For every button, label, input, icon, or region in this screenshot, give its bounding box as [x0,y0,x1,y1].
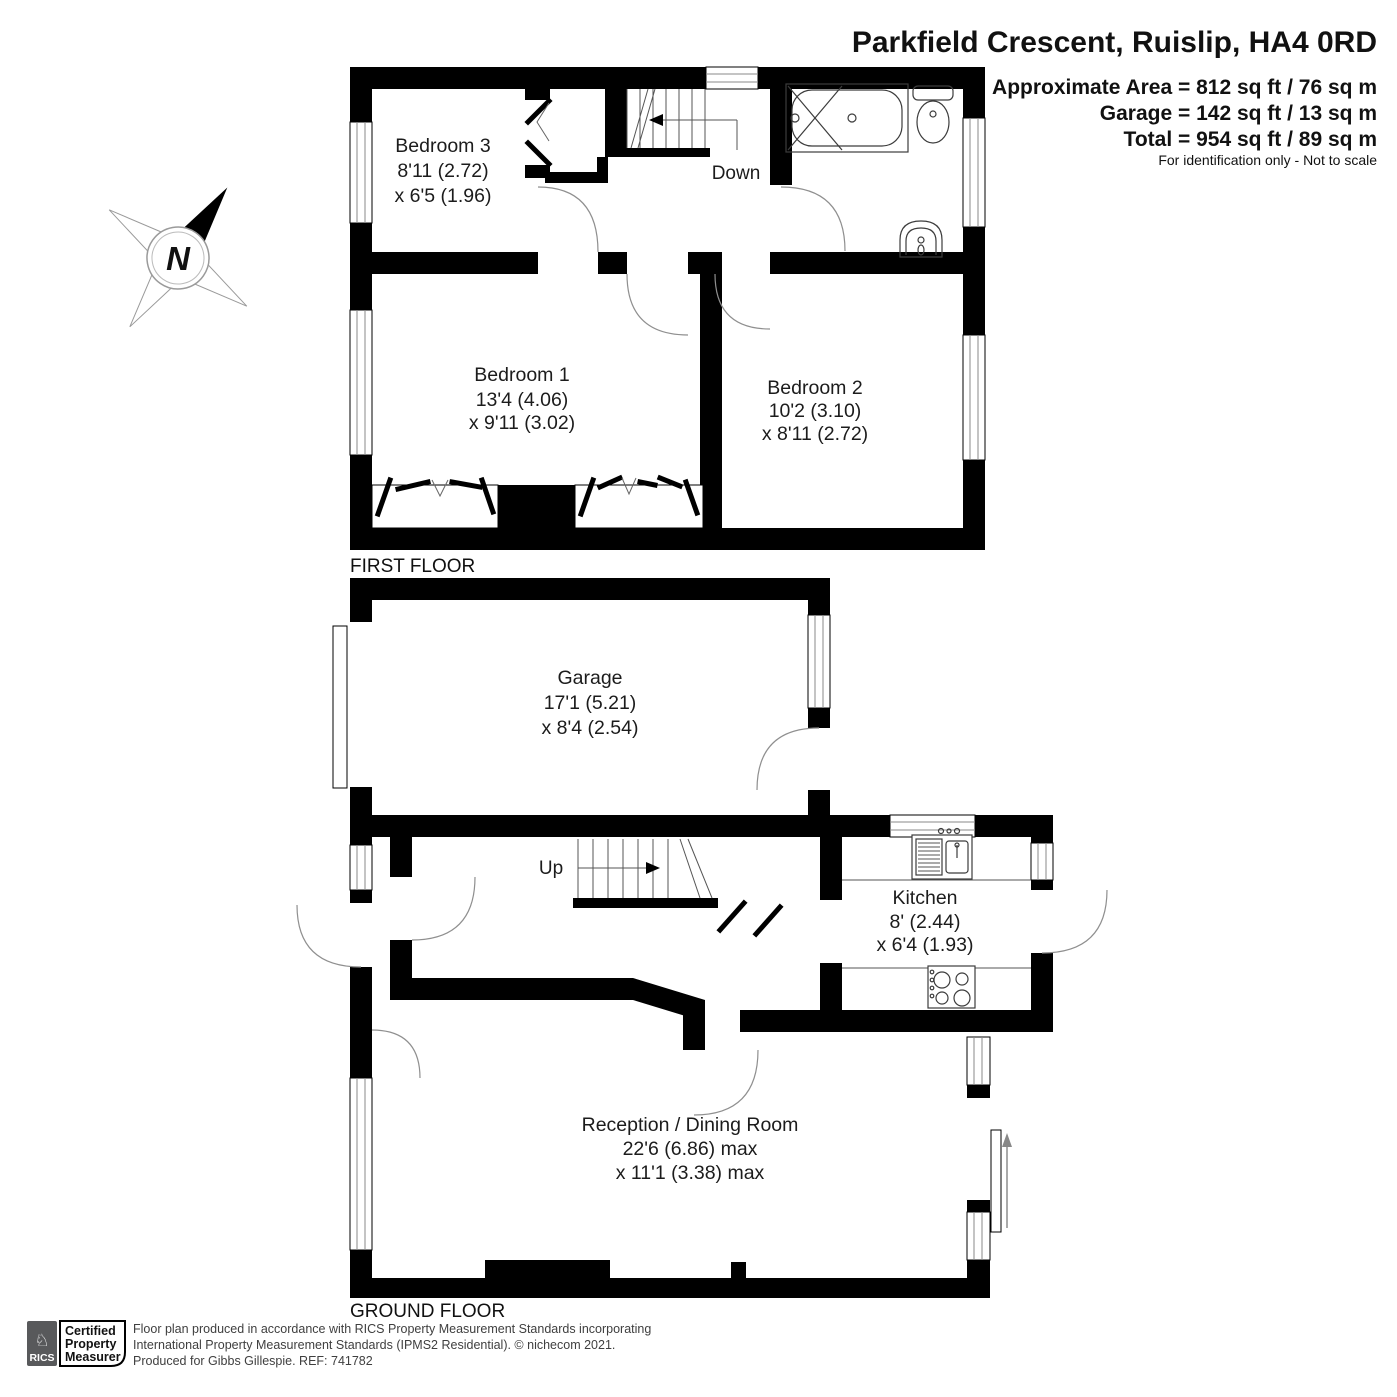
badge-line-3: Measurer [65,1350,121,1364]
bathtub-icon [785,83,909,153]
kitchen-double-doors [716,899,784,938]
kitchen-top-window [889,814,976,838]
area-approximate: Approximate Area = 812 sq ft / 76 sq m [992,76,1377,99]
kitchen-side-window [1030,842,1054,881]
disclaimer-line-3: Produced for Gibbs Gillespie. REF: 74178… [133,1354,373,1368]
svg-text:Bedroom 3: Bedroom 3 [395,135,490,157]
certified-measurer-badge: Certified Property Measurer [59,1320,126,1367]
bedroom3-door-arc [537,186,599,253]
garage-label: Garage 17'1 (5.21) x 8'4 (2.54) [542,667,639,739]
disclaimer-line-1: Floor plan produced in accordance with R… [133,1322,651,1336]
svg-text:22'6 (6.86) max: 22'6 (6.86) max [623,1138,758,1160]
toilet-icon [912,85,954,144]
first-floor-labels: Bedroom 3 8'11 (2.72) x 6'5 (1.96) Bedro… [395,135,869,445]
svg-text:10'2 (3.10): 10'2 (3.10) [769,400,862,422]
svg-text:x 8'4 (2.54): x 8'4 (2.54) [542,717,639,739]
front-door-arc [296,904,362,968]
svg-text:13'4 (4.06): 13'4 (4.06) [476,389,569,411]
reception-right-window-upper [966,1036,991,1086]
svg-text:x 6'5 (1.96): x 6'5 (1.96) [395,185,492,207]
hall-window [349,844,373,891]
bathroom-sink-icon [899,220,943,258]
ground-floor-walls [350,578,1053,1298]
wardrobe-bifold-doors [524,97,553,168]
garage-door-arc [756,727,820,791]
bedroom1-label: Bedroom 1 13'4 (4.06) x 9'11 (3.02) [469,364,575,434]
ground-floor-label: GROUND FLOOR [350,1301,505,1322]
reception-label: Reception / Dining Room 22'6 (6.86) max … [582,1114,799,1184]
svg-text:8' (2.44): 8' (2.44) [890,911,961,933]
kitchen-fixtures [842,827,1031,1009]
svg-text:Garage: Garage [557,667,622,689]
stairs-down: Down [626,88,761,184]
compass-north-label: N [166,240,191,277]
rics-logo: ♘ RICS [27,1321,57,1366]
bedroom3-label: Bedroom 3 8'11 (2.72) x 6'5 (1.96) [395,135,492,207]
disclaimer-line-2: International Property Measurement Stand… [133,1338,615,1352]
first-floor-plan: Down [349,66,986,577]
rics-wordmark: RICS [29,1352,54,1364]
scale-note: For identification only - Not to scale [1158,152,1377,168]
svg-text:x 9'11 (3.02): x 9'11 (3.02) [469,412,575,434]
stairs-up: Up [539,838,713,899]
garage-door[interactable] [332,625,348,789]
ground-floor-plan: Up [296,578,1108,1322]
svg-text:Kitchen: Kitchen [892,887,957,909]
page-title: Parkfield Crescent, Ruislip, HA4 0RD [852,26,1377,59]
bathroom-window [962,117,986,228]
disclaimer: Floor plan produced in accordance with R… [133,1322,651,1368]
svg-text:x 8'11 (2.72): x 8'11 (2.72) [762,423,868,445]
area-total: Total = 954 sq ft / 89 sq m [1124,128,1377,151]
stairs-down-label: Down [712,163,761,184]
kitchen-hob-icon [927,965,976,1009]
hall-door-arc [411,876,476,941]
reception-door-arc [693,1049,759,1116]
stairs-up-label: Up [539,858,563,879]
bedroom3-window [349,121,373,224]
first-floor-label: FIRST FLOOR [350,556,475,577]
badge-line-1: Certified [65,1324,116,1338]
ground-floor-labels: Garage 17'1 (5.21) x 8'4 (2.54) Kitchen … [542,667,974,1184]
bedroom1-door-arc [626,273,689,336]
ground-floor-doors [296,727,1108,1116]
reception-left-window [349,1077,373,1251]
bathroom-door-arc [780,186,846,252]
kitchen-back-door-arc [1041,889,1108,954]
kitchen-sink-icon [911,827,973,880]
svg-text:x 6'4 (1.93): x 6'4 (1.93) [877,934,974,956]
first-floor-windows [349,66,986,529]
header: Parkfield Crescent, Ruislip, HA4 0RD App… [852,26,1377,168]
footer: ♘ RICS Certified Property Measurer Floor… [27,1320,651,1368]
bedroom2-door-arc [714,273,771,330]
svg-text:Reception / Dining Room: Reception / Dining Room [582,1114,799,1136]
ground-floor-windows [332,614,1054,1261]
bedroom1-bay-window-left [371,476,499,529]
area-garage: Garage = 142 sq ft / 13 sq m [1100,102,1377,125]
patio-door[interactable] [990,1129,1012,1233]
svg-text:Bedroom 2: Bedroom 2 [767,377,862,399]
stair-direction-arrow-icon [649,114,663,126]
garage-window [807,614,831,709]
svg-text:Bedroom 1: Bedroom 1 [474,364,569,386]
svg-text:17'1 (5.21): 17'1 (5.21) [544,692,637,714]
bedroom2-window [962,334,986,461]
first-floor-doors [524,97,846,336]
badge-line-2: Property [65,1337,116,1351]
svg-text:x 11'1 (3.38) max: x 11'1 (3.38) max [616,1162,765,1184]
bedroom1-window [349,309,373,456]
stair-up-arrow-icon [646,862,660,874]
stair-window [705,66,759,90]
compass-rose: N [108,187,248,328]
reception-right-window-lower [966,1211,991,1261]
rics-lion-icon: ♘ [34,1331,49,1350]
reception-left-door-arc [371,1029,421,1079]
svg-text:8'11 (2.72): 8'11 (2.72) [397,160,488,182]
kitchen-label: Kitchen 8' (2.44) x 6'4 (1.93) [877,887,974,956]
bedroom2-label: Bedroom 2 10'2 (3.10) x 8'11 (2.72) [762,377,868,445]
patio-door-arrow-icon [1002,1133,1012,1147]
bathroom-fixtures [785,83,954,258]
bedroom1-bay-window-right [574,474,704,529]
